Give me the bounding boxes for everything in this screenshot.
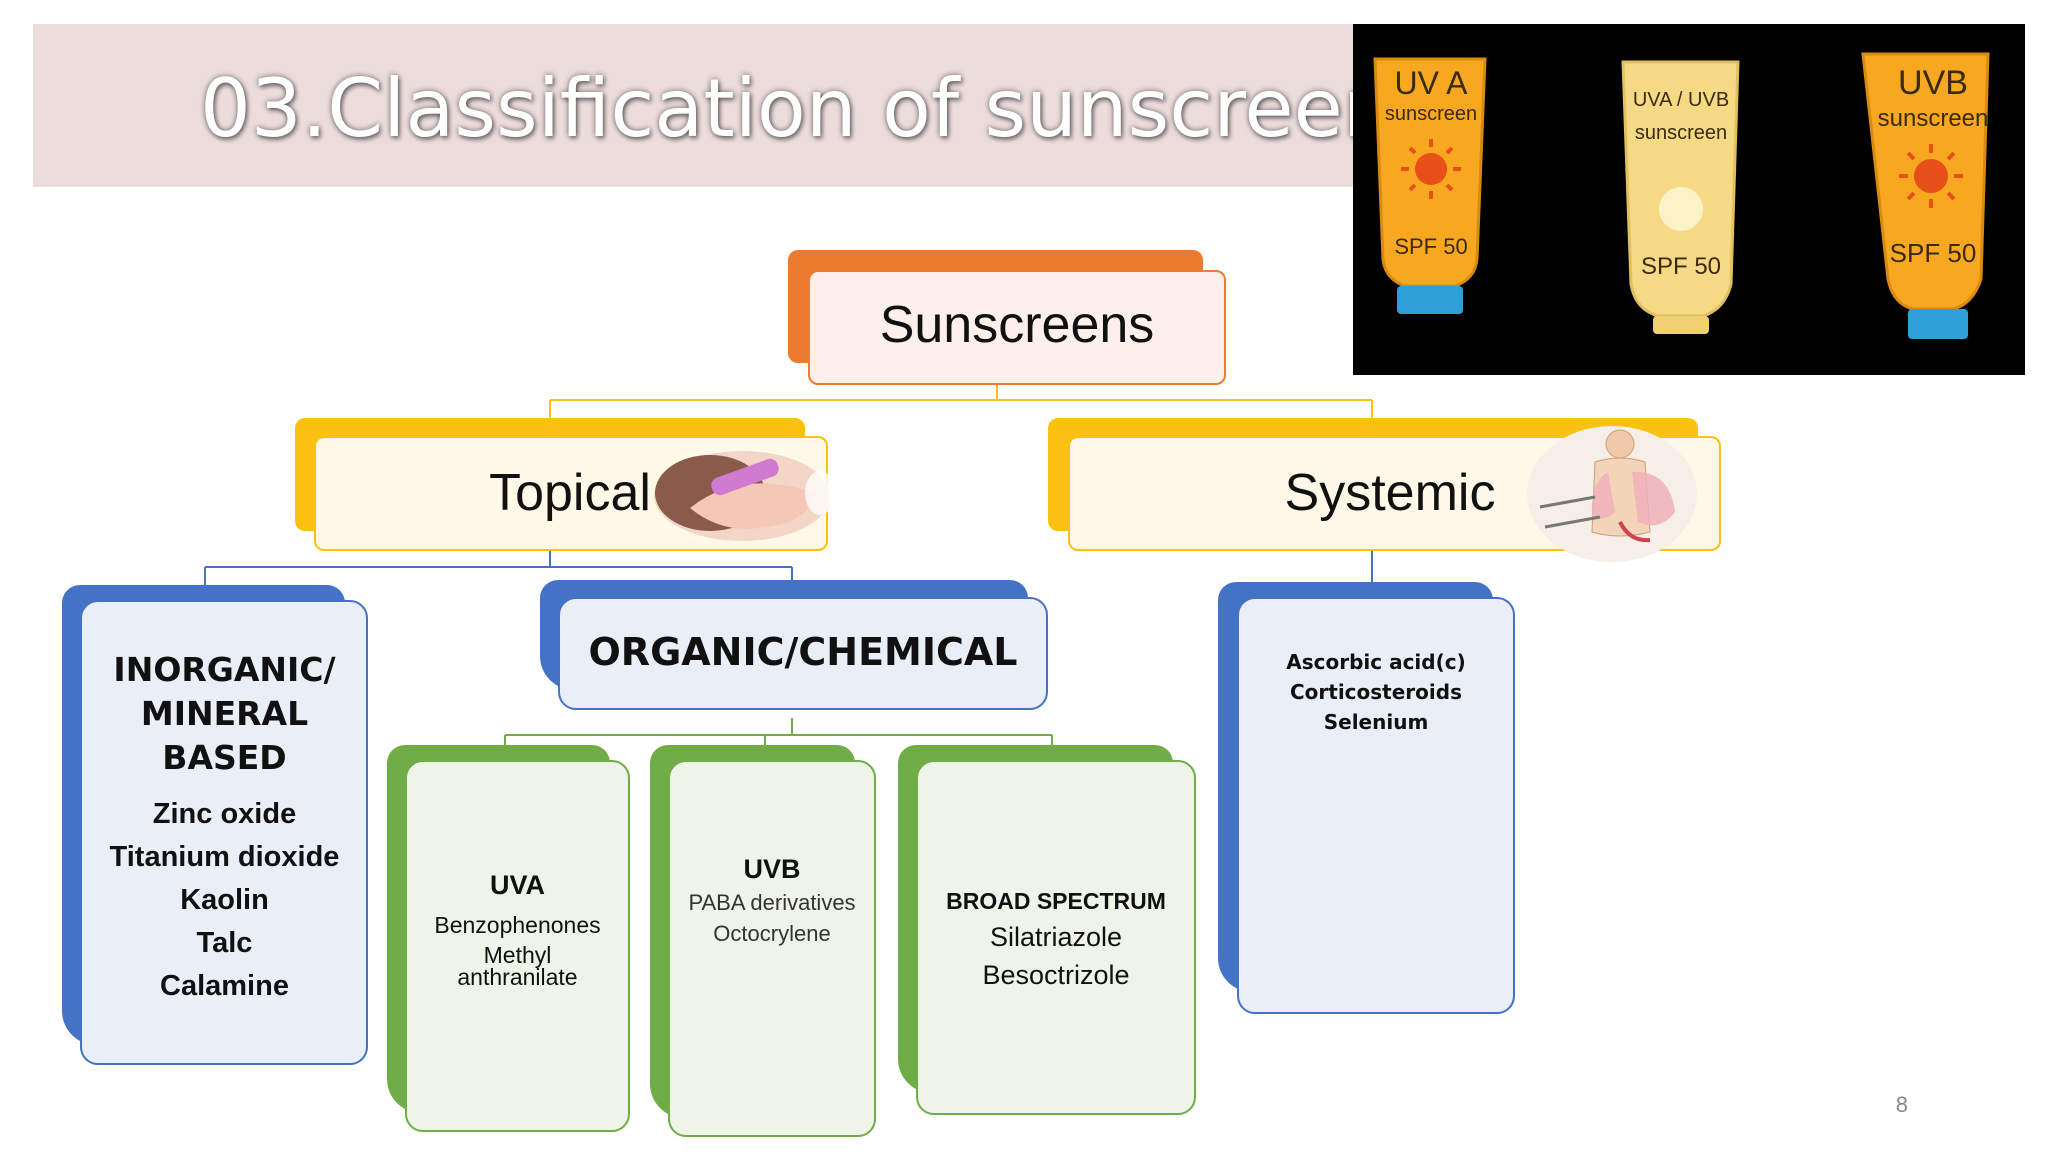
systemic-items-box xyxy=(1237,597,1515,1014)
page-number: 8 xyxy=(1895,1092,1908,1117)
inorganic-heading-2: MINERAL xyxy=(140,694,309,733)
svg-text:sunscreen: sunscreen xyxy=(1878,105,1989,132)
svg-text:SPF 50: SPF 50 xyxy=(1890,238,1977,268)
svg-text:sunscreen: sunscreen xyxy=(1385,103,1477,125)
uvb-item-paba: PABA derivatives xyxy=(688,890,856,915)
inorganic-item-titanium-dioxide: Titanium dioxide xyxy=(109,841,340,873)
uva-uvb-tube: UVA / UVB sunscreen SPF 50 xyxy=(1621,60,1740,334)
uva-tube: UV A sunscreen SPF 50 xyxy=(1373,57,1487,314)
uvb-box xyxy=(668,760,876,1137)
systemic-item-ascorbic-acid: Ascorbic acid(c) xyxy=(1286,650,1466,674)
inorganic-item-zinc-oxide: Zinc oxide xyxy=(152,798,297,830)
uvb-tube: UVB sunscreen SPF 50 xyxy=(1861,52,1990,339)
broad-item-silatriazole: Silatriazole xyxy=(989,922,1123,952)
inorganic-box xyxy=(80,600,368,1065)
broad-item-besoctrizole: Besoctrizole xyxy=(982,960,1130,990)
svg-text:sunscreen: sunscreen xyxy=(1635,122,1727,144)
broad-box xyxy=(916,760,1196,1115)
systemic-item-corticosteroids: Corticosteroids xyxy=(1289,680,1462,704)
organic-label: ORGANIC/CHEMICAL xyxy=(588,630,1018,674)
uva-item-anthranilate: anthranilate xyxy=(457,964,578,990)
organic-box xyxy=(558,597,1048,710)
systemic-item-selenium: Selenium xyxy=(1323,710,1429,734)
uvb-heading: UVB xyxy=(743,854,801,884)
broad-heading: BROAD SPECTRUM xyxy=(946,888,1166,914)
svg-text:UVB: UVB xyxy=(1898,64,1968,102)
title-banner xyxy=(33,24,1353,187)
inorganic-heading-1: INORGANIC/ xyxy=(113,650,336,689)
inorganic-item-calamine: Calamine xyxy=(160,970,289,1002)
root-box xyxy=(808,270,1226,385)
slide-title: 03.Classification of sunscreens xyxy=(200,62,1436,155)
uvb-item-octocrylene: Octocrylene xyxy=(713,921,831,946)
topical-label: Topical xyxy=(489,464,651,522)
svg-text:UV A: UV A xyxy=(1395,65,1469,101)
human-anatomy-image xyxy=(1527,426,1697,562)
inorganic-item-kaolin: Kaolin xyxy=(180,884,269,916)
uva-item-benzophenones: Benzophenones xyxy=(434,912,601,938)
inorganic-heading-3: BASED xyxy=(162,738,287,777)
systemic-label: Systemic xyxy=(1284,464,1496,522)
svg-text:UVA / UVB: UVA / UVB xyxy=(1633,89,1729,111)
uva-item-methyl: Methyl xyxy=(483,942,552,968)
root-label: Sunscreens xyxy=(879,296,1155,354)
inorganic-item-talc: Talc xyxy=(196,927,253,959)
topical-application-image xyxy=(654,451,835,541)
svg-text:SPF 50: SPF 50 xyxy=(1641,253,1721,280)
uva-box xyxy=(405,760,630,1132)
uva-heading: UVA xyxy=(489,870,545,900)
sunscreen-tubes-image: UV A sunscreen SPF 50 UVA / UVB sunscree… xyxy=(1353,24,2025,375)
svg-text:SPF 50: SPF 50 xyxy=(1394,234,1467,259)
